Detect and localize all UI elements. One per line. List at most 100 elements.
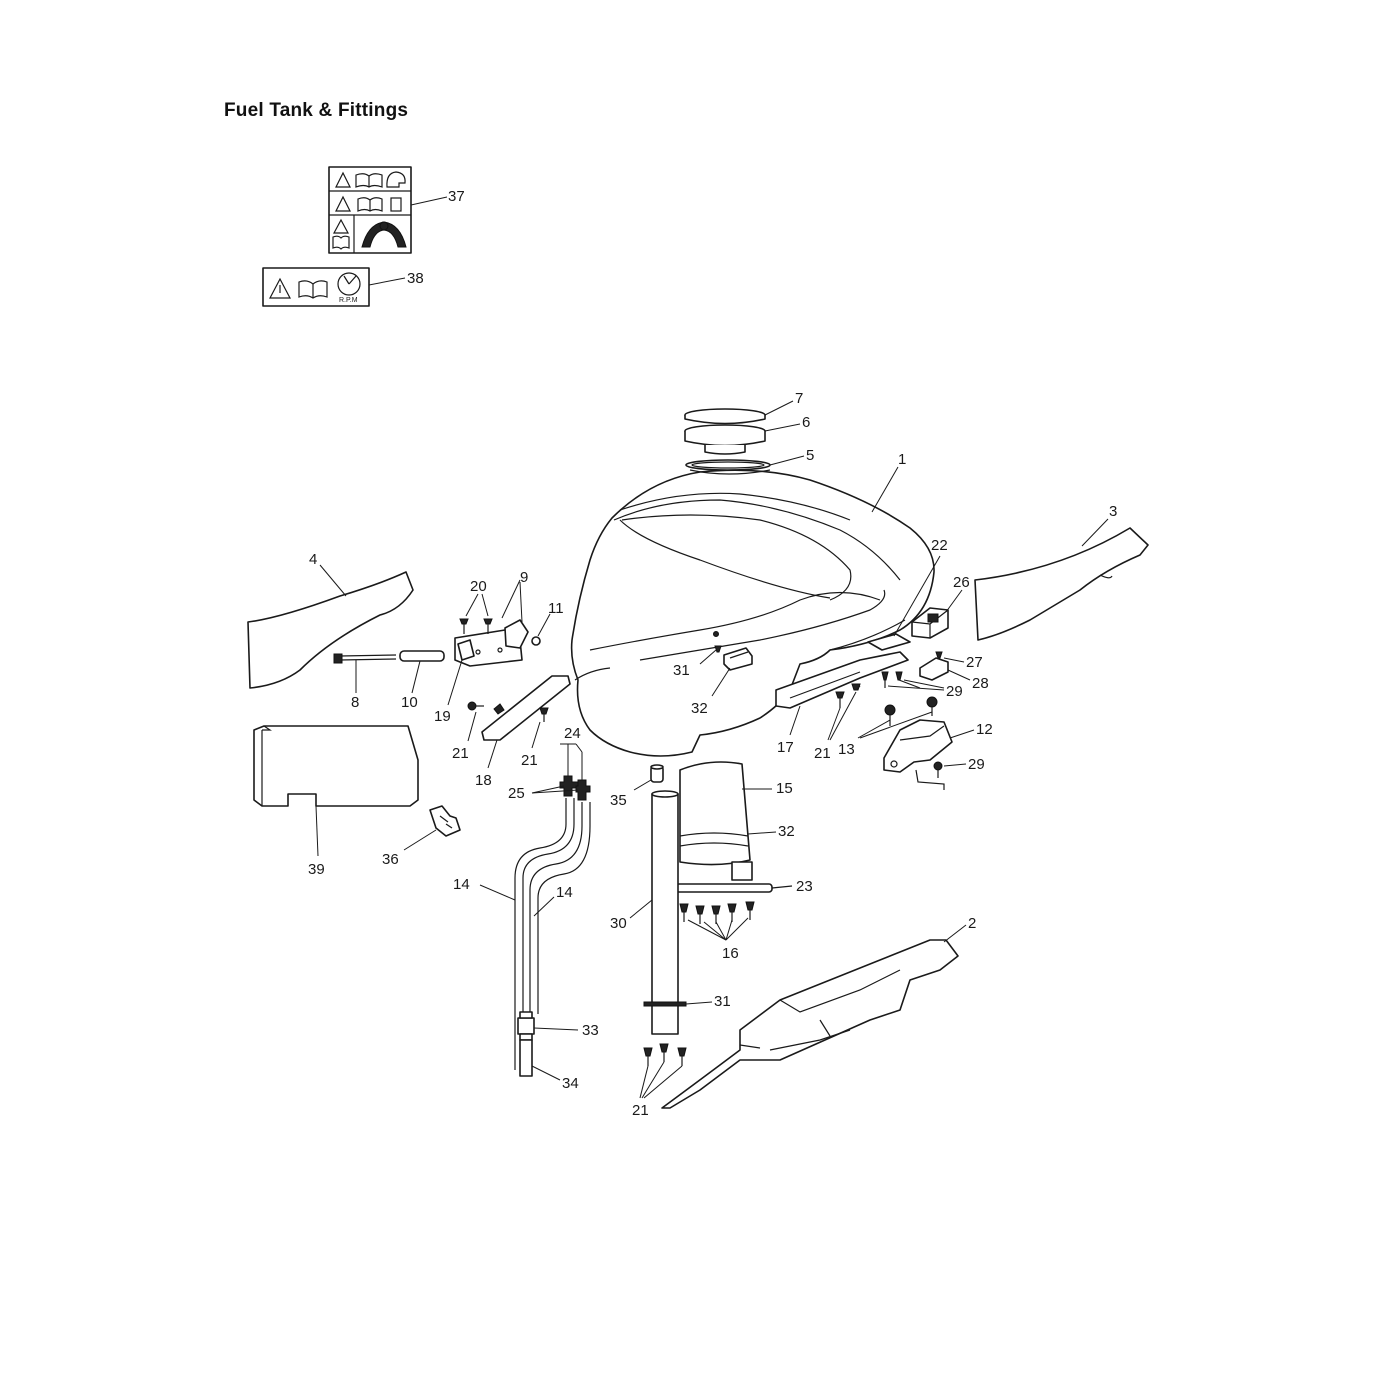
manual-book-icon <box>357 197 383 212</box>
callout-15: 15 <box>776 780 793 797</box>
warning-triangle-icon <box>332 218 350 234</box>
block-26 <box>911 607 949 639</box>
bolt-8 <box>333 653 397 664</box>
bracket-12 <box>883 719 953 790</box>
callout-11: 11 <box>548 600 564 617</box>
bolts-21-bottom <box>643 1043 687 1066</box>
callout-30: 30 <box>610 915 627 932</box>
callout-35: 35 <box>610 792 627 809</box>
callout-28: 28 <box>972 675 989 692</box>
bolts-13 <box>884 696 938 726</box>
callout-13: 13 <box>838 741 855 758</box>
manual-book-icon <box>355 173 383 188</box>
callout-21-c: 21 <box>814 745 831 762</box>
helmet-icon <box>386 171 406 188</box>
callout-26: 26 <box>953 574 970 591</box>
connectors-25 <box>559 775 591 801</box>
callout-34: 34 <box>562 1075 579 1092</box>
callout-14-b: 14 <box>556 884 573 901</box>
clips-29-upper <box>881 671 921 689</box>
motorcycle-rider-icon <box>361 221 407 248</box>
under-panel-2 <box>661 939 959 1109</box>
band-31 <box>643 1001 687 1007</box>
spacer-10 <box>399 650 445 662</box>
callout-2: 2 <box>968 915 976 932</box>
callout-27: 27 <box>966 654 983 671</box>
callout-17: 17 <box>777 739 794 756</box>
callout-36: 36 <box>382 851 399 868</box>
cover-39 <box>253 725 419 807</box>
callout-31-b: 31 <box>714 993 731 1010</box>
warning-label-38: R.P.M <box>262 267 370 307</box>
filler-seal-5 <box>685 459 771 471</box>
callout-18: 18 <box>475 772 492 789</box>
tube-30 <box>651 790 679 1035</box>
bolt-21-left <box>467 701 484 711</box>
clamp-9 <box>457 619 529 661</box>
callout-31-a: 31 <box>673 662 690 679</box>
callout-21-a: 21 <box>452 745 469 762</box>
callout-14-a: 14 <box>453 876 470 893</box>
callout-12: 12 <box>976 721 993 738</box>
pump-base <box>675 861 773 893</box>
callout-6: 6 <box>802 414 810 431</box>
warning-triangle-icon <box>335 171 351 188</box>
callout-33: 33 <box>582 1022 599 1039</box>
tube-34 <box>519 1039 533 1077</box>
callout-10: 10 <box>401 694 418 711</box>
callout-39: 39 <box>308 861 325 878</box>
callout-19: 19 <box>434 708 451 725</box>
bolt-21-mid <box>539 707 549 722</box>
screws-16 <box>679 901 755 924</box>
callout-20: 20 <box>470 578 487 595</box>
warning-triangle-icon <box>269 277 291 299</box>
clip-29-lower <box>933 761 943 778</box>
rubber-mount-32-top <box>723 647 753 671</box>
callout-5: 5 <box>806 447 814 464</box>
plug-27 <box>935 651 943 659</box>
rpm-label: R.P.M <box>339 297 358 304</box>
warning-label-37 <box>328 166 412 254</box>
callout-32-a: 32 <box>691 700 708 717</box>
manual-book-icon <box>298 280 328 299</box>
pad-22 <box>867 633 911 651</box>
filler-cap-6 <box>684 424 766 455</box>
callout-24: 24 <box>564 725 581 742</box>
callout-29-a: 29 <box>946 683 963 700</box>
callout-21-d: 21 <box>632 1102 649 1119</box>
page-title: Fuel Tank & Fittings <box>224 100 409 121</box>
callout-23: 23 <box>796 878 813 895</box>
filler-cap-ring-7 <box>684 408 766 425</box>
pump-housing-15 <box>679 761 751 866</box>
side-panel-4 <box>247 571 414 689</box>
callout-4: 4 <box>309 551 317 568</box>
callout-21-b: 21 <box>521 752 538 769</box>
cap-35 <box>650 764 664 783</box>
bracket-17 <box>775 651 909 709</box>
callout-32-b: 32 <box>778 823 795 840</box>
bolts-21-right <box>835 683 861 708</box>
callout-7: 7 <box>795 390 803 407</box>
callout-38: 38 <box>407 270 424 287</box>
gasket-23 <box>771 885 793 889</box>
manual-book-icon <box>332 235 350 250</box>
grommet-28 <box>919 657 949 681</box>
callout-37: 37 <box>448 188 465 205</box>
callout-3: 3 <box>1109 503 1117 520</box>
bolts-20 <box>459 618 493 634</box>
plug-31-top <box>714 645 722 653</box>
fuel-pump-icon <box>390 197 402 212</box>
hoses-14 <box>514 798 591 1070</box>
fuel-tank-1 <box>570 469 935 757</box>
callout-9: 9 <box>520 569 528 586</box>
callout-16: 16 <box>722 945 739 962</box>
callout-29-b: 29 <box>968 756 985 773</box>
filter-33 <box>517 1011 535 1041</box>
callout-1: 1 <box>898 451 906 468</box>
callout-8: 8 <box>351 694 359 711</box>
side-panel-3 <box>974 527 1149 641</box>
callout-25: 25 <box>508 785 525 802</box>
warning-triangle-icon <box>335 195 351 212</box>
